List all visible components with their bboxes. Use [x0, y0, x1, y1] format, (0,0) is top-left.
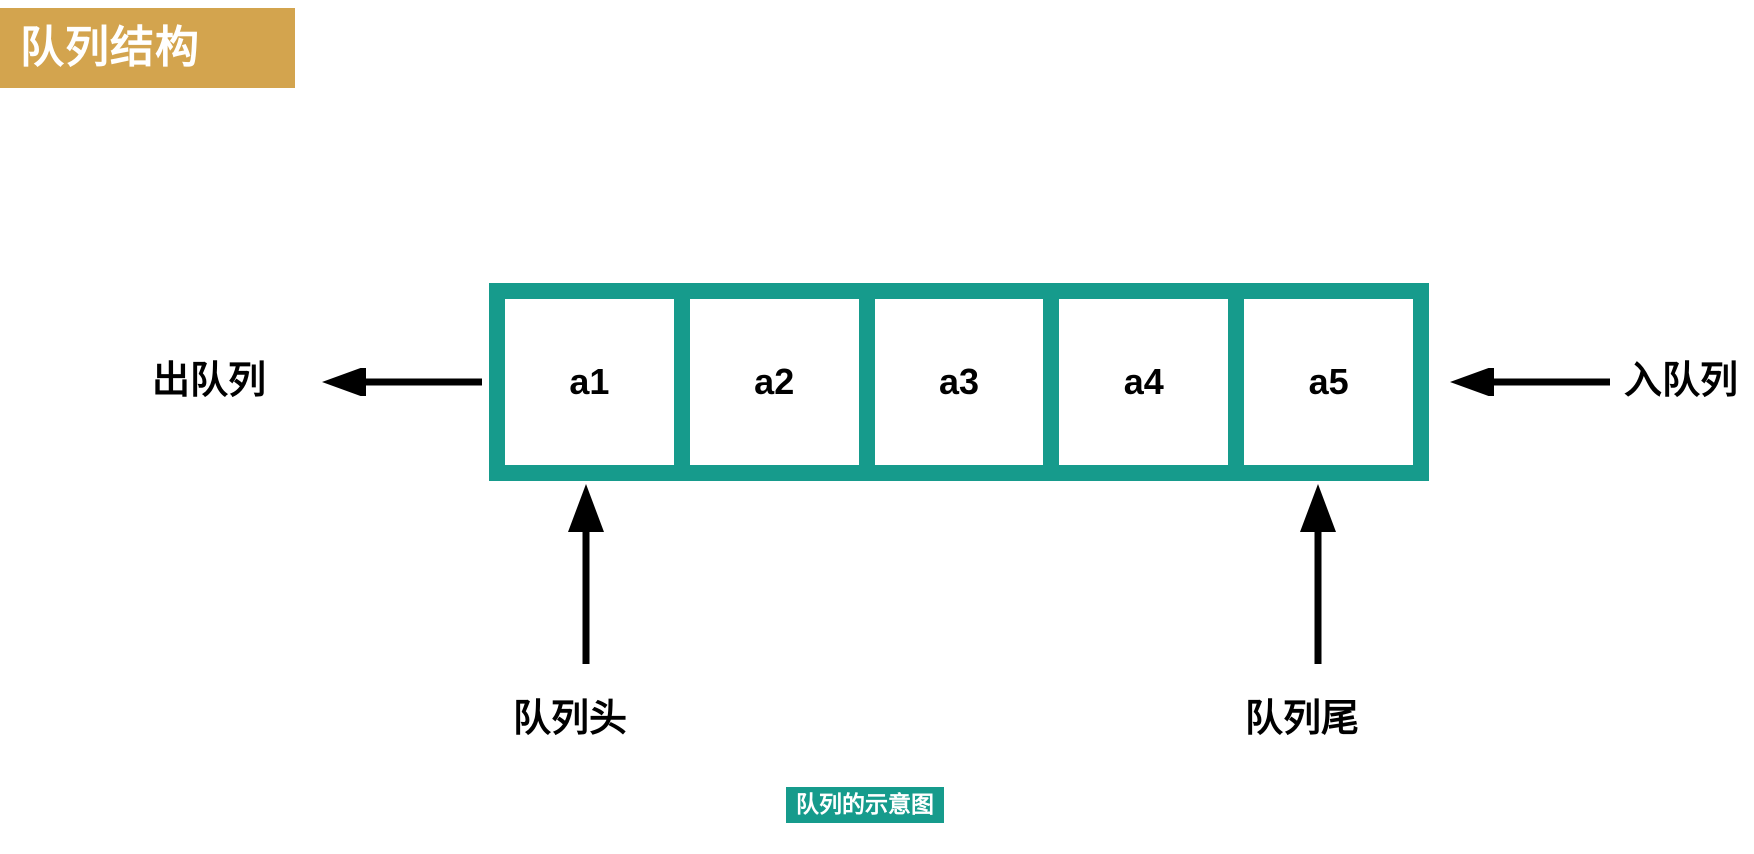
arrow-left-icon — [1450, 368, 1610, 396]
queue-cell-label: a1 — [569, 361, 610, 402]
queue-cell: a5 — [1244, 299, 1413, 465]
queue-tail-label: 队列尾 — [1245, 698, 1360, 740]
queue-cell: a1 — [505, 299, 674, 465]
queue-cell-label: a5 — [1308, 361, 1349, 402]
queue-cell: a3 — [874, 299, 1044, 465]
arrow-left-icon — [322, 368, 482, 396]
queue-cell-label: a3 — [938, 361, 980, 402]
arrow-up-icon — [1300, 484, 1336, 664]
queue-cell: a2 — [689, 299, 859, 465]
dequeue-label: 出队列 — [152, 360, 267, 402]
queue-cell: a4 — [1059, 299, 1229, 465]
queue-cell-label: a2 — [754, 361, 795, 402]
arrow-up-icon — [568, 484, 604, 664]
queue-cell-label: a4 — [1123, 361, 1164, 402]
figure-caption: 队列的示意图 — [786, 787, 944, 824]
page-title: 队列结构 — [20, 23, 200, 72]
queue-container: a1 a2 a3 a4 a5 — [489, 283, 1429, 481]
queue-head-label: 队列头 — [513, 698, 628, 740]
enqueue-label: 入队列 — [1624, 360, 1739, 402]
title-banner: 队列结构 — [0, 8, 295, 88]
